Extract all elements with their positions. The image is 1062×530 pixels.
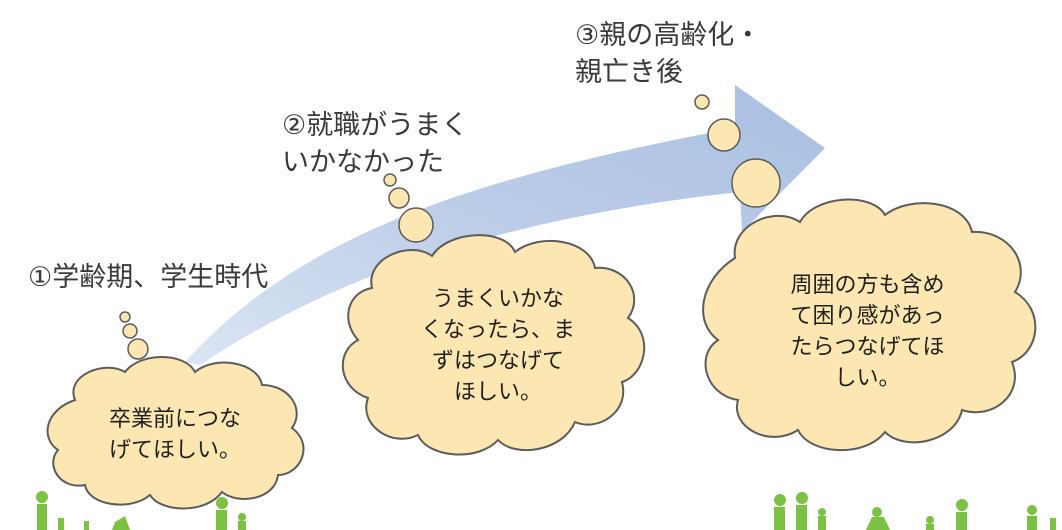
bubble-2-line-3: ずはつなげて — [431, 349, 564, 374]
thought-cloud-1 — [46, 356, 305, 510]
step-2-title-line-1: ②就職がうまく — [282, 110, 469, 141]
step-1-title: ①学齢期、学生時代 — [28, 259, 268, 296]
bubble-3-line-2: て困り感があっ — [790, 304, 945, 329]
bubble-3-line-4: しい。 — [834, 366, 901, 391]
step-3-title-line-1: ③親の高齢化・ — [575, 20, 762, 51]
bubble-2-text: うまくいかな くなったら、ま ずはつなげて ほしい。 — [398, 284, 598, 408]
bubble-2-line-1: うまくいかな — [431, 287, 564, 312]
thought-cloud-2 — [341, 234, 646, 456]
progress-arrow — [185, 85, 825, 365]
bubble-3-line-3: たらつなげてほ — [790, 335, 945, 360]
thought-dots-3 — [694, 94, 781, 208]
step-3-title-line-2: 親亡き後 — [575, 57, 683, 88]
step-3-title: ③親の高齢化・ 親亡き後 — [575, 17, 761, 91]
bubble-2-line-4: ほしい。 — [453, 380, 542, 405]
bubble-2-line-2: くなったら、ま — [420, 318, 575, 343]
thought-dots-1 — [119, 311, 149, 360]
thought-dots-2 — [383, 173, 434, 243]
bubble-1-line-2: げてほしい。 — [108, 438, 241, 463]
step-2-title: ②就職がうまく いかなかった — [282, 107, 468, 181]
thought-cloud-3 — [702, 198, 1037, 452]
bubble-3-text: 周囲の方も含め て困り感があっ たらつなげてほ しい。 — [755, 270, 980, 394]
bubble-1-text: 卒業前につな げてほしい。 — [90, 404, 260, 466]
bubble-1-line-1: 卒業前につな — [108, 407, 241, 432]
bubble-3-line-1: 周囲の方も含め — [790, 273, 945, 298]
step-2-title-line-2: いかなかった — [282, 147, 444, 178]
step-1-title-line-1: ①学齢期、学生時代 — [28, 262, 269, 293]
people-silhouettes — [36, 491, 1056, 530]
